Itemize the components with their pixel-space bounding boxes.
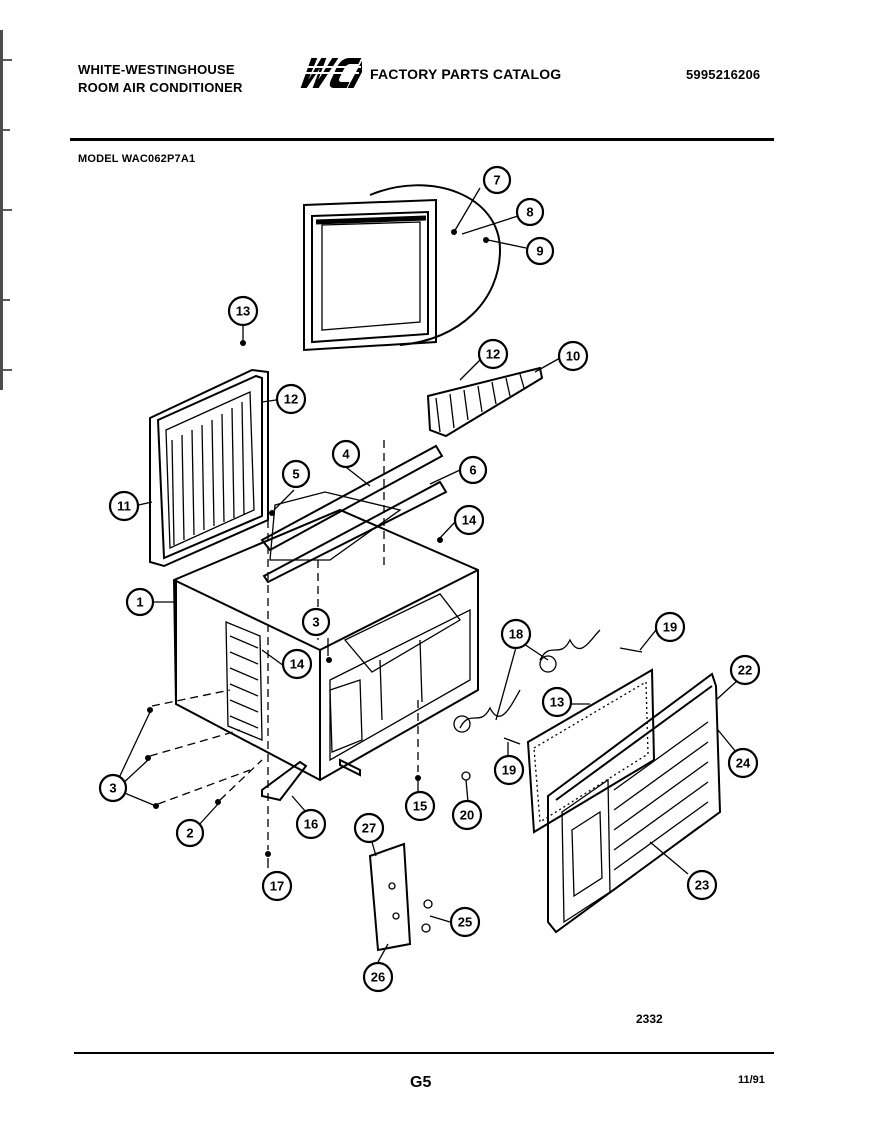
callout-5: 5 [281, 459, 311, 489]
callout-13a: 13 [227, 295, 259, 327]
callout-label: 2 [186, 826, 193, 841]
drawing-code: 2332 [636, 1012, 663, 1026]
brand-line-1: WHITE-WESTINGHOUSE [78, 62, 235, 77]
callout-label: 19 [502, 763, 516, 778]
air-louver [426, 366, 544, 438]
header-rule [70, 138, 774, 141]
brand-line-2: ROOM AIR CONDITIONER [78, 80, 243, 95]
callout-label: 23 [695, 878, 709, 893]
callout-label: 8 [526, 205, 533, 220]
callout-label: 11 [117, 499, 131, 514]
callout-label: 22 [738, 663, 752, 678]
callout-label: 26 [371, 970, 385, 985]
callout-3b: 3 [301, 607, 331, 637]
leader-lines [117, 187, 739, 963]
callout-20: 20 [451, 799, 483, 831]
catalog-part-number: 5995216206 [686, 67, 761, 82]
callout-9: 9 [525, 236, 555, 266]
callout-17: 17 [261, 870, 293, 902]
callout-label: 20 [460, 808, 474, 823]
assembly-lines [149, 440, 419, 850]
callout-label: 14 [290, 657, 305, 672]
callout-label: 6 [469, 463, 476, 478]
cabinet-housing [172, 508, 479, 782]
wci-logo [299, 58, 362, 88]
callout-label: 13 [550, 695, 564, 710]
callout-label: 24 [736, 756, 751, 771]
model-label: MODEL WAC062P7A1 [78, 153, 196, 165]
spring-clips [453, 629, 601, 733]
callout-15: 15 [404, 790, 436, 822]
callout-1: 1 [125, 587, 155, 617]
hardware-fasteners [145, 229, 643, 933]
callout-label: 19 [663, 620, 677, 635]
top-strips [260, 444, 448, 584]
callout-label: 18 [509, 627, 523, 642]
callout-8: 8 [515, 197, 545, 227]
callout-19b: 19 [493, 754, 525, 786]
callout-label: 27 [362, 821, 376, 836]
callout-23: 23 [686, 869, 718, 901]
callout-label: 15 [413, 799, 427, 814]
catalog-title: FACTORY PARTS CATALOG [370, 66, 562, 82]
front-grille-assembly [526, 668, 722, 934]
callout-10: 10 [557, 340, 589, 372]
catalog-date: 11/91 [738, 1074, 765, 1086]
callout-22: 22 [729, 654, 761, 686]
callout-26: 26 [362, 961, 394, 993]
callout-13b: 13 [541, 686, 573, 718]
callout-27: 27 [353, 812, 385, 844]
callout-3a: 3 [98, 773, 128, 803]
callout-label: 4 [342, 447, 350, 462]
callout-label: 9 [536, 244, 543, 259]
control-panel-plate [368, 842, 412, 952]
callout-7: 7 [482, 165, 512, 195]
callout-19a: 19 [654, 611, 686, 643]
callout-6: 6 [458, 455, 488, 485]
callout-label: 12 [284, 392, 298, 407]
callout-label: 13 [236, 304, 250, 319]
callout-label: 12 [486, 347, 500, 362]
callout-14b: 14 [281, 648, 313, 680]
callout-label: 7 [493, 173, 500, 188]
callout-label: 3 [312, 615, 319, 630]
callout-label: 1 [136, 595, 143, 610]
callout-12b: 12 [477, 338, 509, 370]
callout-11: 11 [108, 490, 140, 522]
callout-14a: 14 [453, 504, 485, 536]
callout-label: 14 [462, 513, 477, 528]
callout-12a: 12 [275, 383, 307, 415]
callout-label: 3 [109, 781, 116, 796]
page-number: G5 [410, 1074, 432, 1091]
callout-25: 25 [449, 906, 481, 938]
footer-rule [74, 1052, 774, 1054]
callout-label: 25 [458, 915, 472, 930]
callout-18: 18 [500, 618, 532, 650]
callout-24: 24 [727, 747, 759, 779]
callout-2: 2 [175, 818, 205, 848]
callout-label: 5 [292, 467, 299, 482]
callout-16: 16 [295, 808, 327, 840]
front-panel-frame [303, 184, 502, 352]
callout-label: 10 [566, 349, 580, 364]
air-filter-frame [149, 368, 269, 568]
callout-4: 4 [331, 439, 361, 469]
support-bracket [261, 760, 308, 802]
callout-label: 16 [304, 817, 318, 832]
scan-edge-marks [0, 30, 12, 390]
callout-label: 17 [270, 879, 284, 894]
